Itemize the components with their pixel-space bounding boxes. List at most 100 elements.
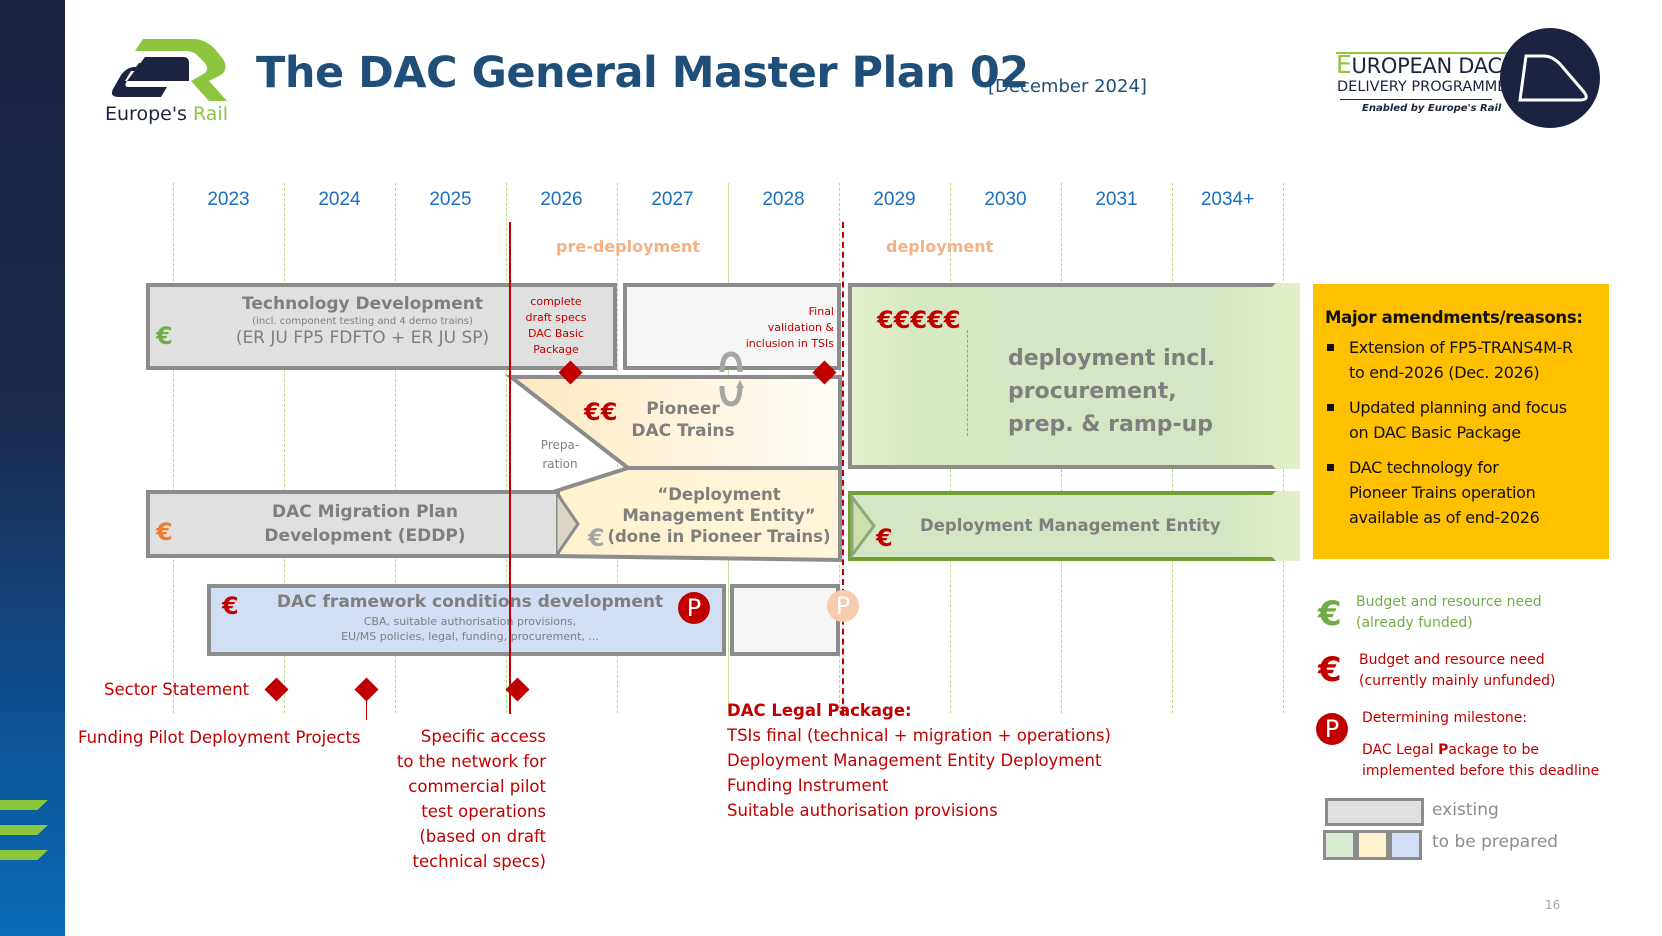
preparation-label: Prepa- ration [528,436,592,474]
logo-text: UROPEAN DAC [1351,54,1503,78]
dme-bar-fill [848,491,1300,561]
year-label: 2034+ [1200,189,1255,210]
bullet-icon [1327,344,1334,351]
label-line: (done in Pioneer Trains) [607,527,831,546]
label-line: Management Entity” [622,506,816,525]
green-stripe-icon [0,850,48,860]
dme-chevron-icon [850,492,876,560]
connector-line [366,698,367,720]
divider-line [967,330,968,436]
framework-conditions-bar[interactable] [207,584,726,656]
technology-development-bar[interactable] [146,283,617,370]
note-line: DAC Basic [528,327,584,340]
dme-pioneer-label: “Deployment Management Entity” (done in … [604,484,834,547]
logo-e: E [1336,50,1352,79]
deployment-bar[interactable] [848,283,1276,469]
note-line: Final [808,305,834,318]
label-line: (based on draft [419,827,546,846]
framework-conditions-label: DAC framework conditions development CBA… [270,592,670,644]
year-label: 2026 [540,189,583,210]
label-line: Development (EDDP) [264,526,466,546]
label-line: “Deployment [657,485,781,504]
green-stripe-icon [0,800,48,810]
year-label: 2025 [429,189,472,210]
framework-detail: EU/MS policies, legal, funding, procurem… [341,630,599,643]
eddp-logo-line2: DELIVERY PROGRAMME [1337,79,1507,95]
amendments-box: Major amendments/reasons: Extension of F… [1313,284,1609,559]
label-line: ration [542,457,578,471]
year-gridline [506,183,507,713]
bullet-icon [1327,404,1334,411]
technology-development-label: Technology Development (incl. component … [190,294,535,348]
dac-legal-package: DAC Legal Package: TSIs final (technical… [727,698,1111,823]
item-line: available as of end-2026 [1349,508,1540,527]
year-label: 2031 [1095,189,1138,210]
eddp-logo-tagline: Enabled by Europe's Rail [1362,103,1502,114]
legend-euro-unfunded-icon: € [1318,650,1342,690]
legend-to-be-prepared: to be prepared [1432,832,1559,852]
framework-extension-bar[interactable] [730,584,840,656]
label-line: deployment incl. [1008,346,1216,371]
item-line: to end-2026 (Dec. 2026) [1349,363,1540,382]
milestone-p-icon[interactable]: P [678,592,710,624]
train-circle-icon [1500,28,1600,128]
legend-line: Budget and resource need [1359,652,1545,668]
amendments-title: Major amendments/reasons: [1325,308,1583,327]
year-label: 2027 [651,189,694,210]
deadline-line-2029 [842,222,844,714]
specific-access-label: Specific access to the network for comme… [378,724,546,874]
phase-pre-deployment: pre-deployment [556,237,701,256]
technology-title: Technology Development [242,294,483,314]
year-label: 2024 [318,189,361,210]
deployment-management-entity-bar[interactable] [848,491,1276,561]
label-line: DAC Trains [631,421,735,441]
label-line: Specific access [420,727,546,746]
label-line: technical specs) [412,852,546,871]
milestone-p-faded-icon[interactable]: P [827,590,859,622]
year-label: 2023 [207,189,250,210]
page-number: 16 [1545,898,1561,912]
label-line: prep. & ramp-up [1008,412,1214,437]
page-date: [December 2024] [988,76,1147,97]
legal-package-title: DAC Legal Package: [727,701,912,720]
year-gridline [284,183,285,713]
bullet-icon [1327,464,1334,471]
euro-funded-icon: € [156,322,173,350]
sidebar-band [0,0,65,936]
year-label: 2029 [873,189,916,210]
legend-line: Budget and resource need [1356,594,1542,610]
milestone-note-draft-specs: complete draft specs DAC Basic Package [512,294,600,358]
deadline-line-2026 [509,222,511,714]
logo-accent-line [1336,52,1508,54]
technology-funding: (ER JU FP5 FDFTO + ER JU SP) [235,328,490,348]
legend-milestone-desc: DAC Legal Package to be implemented befo… [1362,740,1599,782]
migration-plan-label: DAC Migration Plan Development (EDDP) [240,500,490,548]
euro-unfunded-icon: € [222,592,239,620]
label-line: procurement, [1008,379,1177,404]
framework-title: DAC framework conditions development [276,592,664,612]
legend-milestone-p-icon: P [1316,713,1348,745]
item-line: Pioneer Trains operation [1349,483,1536,502]
legend-blue-swatch [1389,830,1422,860]
note-line: validation & [767,321,834,334]
deployment-bar-fill [848,283,1300,469]
eddp-logo-line1: EUROPEAN DAC [1336,50,1502,79]
legend-line: implemented before this deadline [1362,763,1600,779]
legal-package-item: TSIs final (technical + migration + oper… [727,726,1111,745]
euro-partial-icon: € [156,518,173,546]
note-line: draft specs [525,311,587,324]
legal-package-item: Deployment Management Entity Deployment [727,751,1102,770]
item-line: Updated planning and focus [1349,398,1567,417]
legend-line: (currently mainly unfunded) [1359,673,1556,689]
legend-text: ackage to be [1448,742,1540,758]
funding-pilot-label: Funding Pilot Deployment Projects [78,728,361,747]
deployment-label: deployment incl. procurement, prep. & ra… [1008,342,1215,441]
green-stripe-icon [0,825,48,835]
euro-unfunded-icon: €€ [584,398,618,426]
year-label: 2030 [984,189,1027,210]
dme-label: Deployment Management Entity [920,516,1221,535]
note-line: Package [533,343,579,356]
euro-unfunded-icon: € [876,524,893,552]
